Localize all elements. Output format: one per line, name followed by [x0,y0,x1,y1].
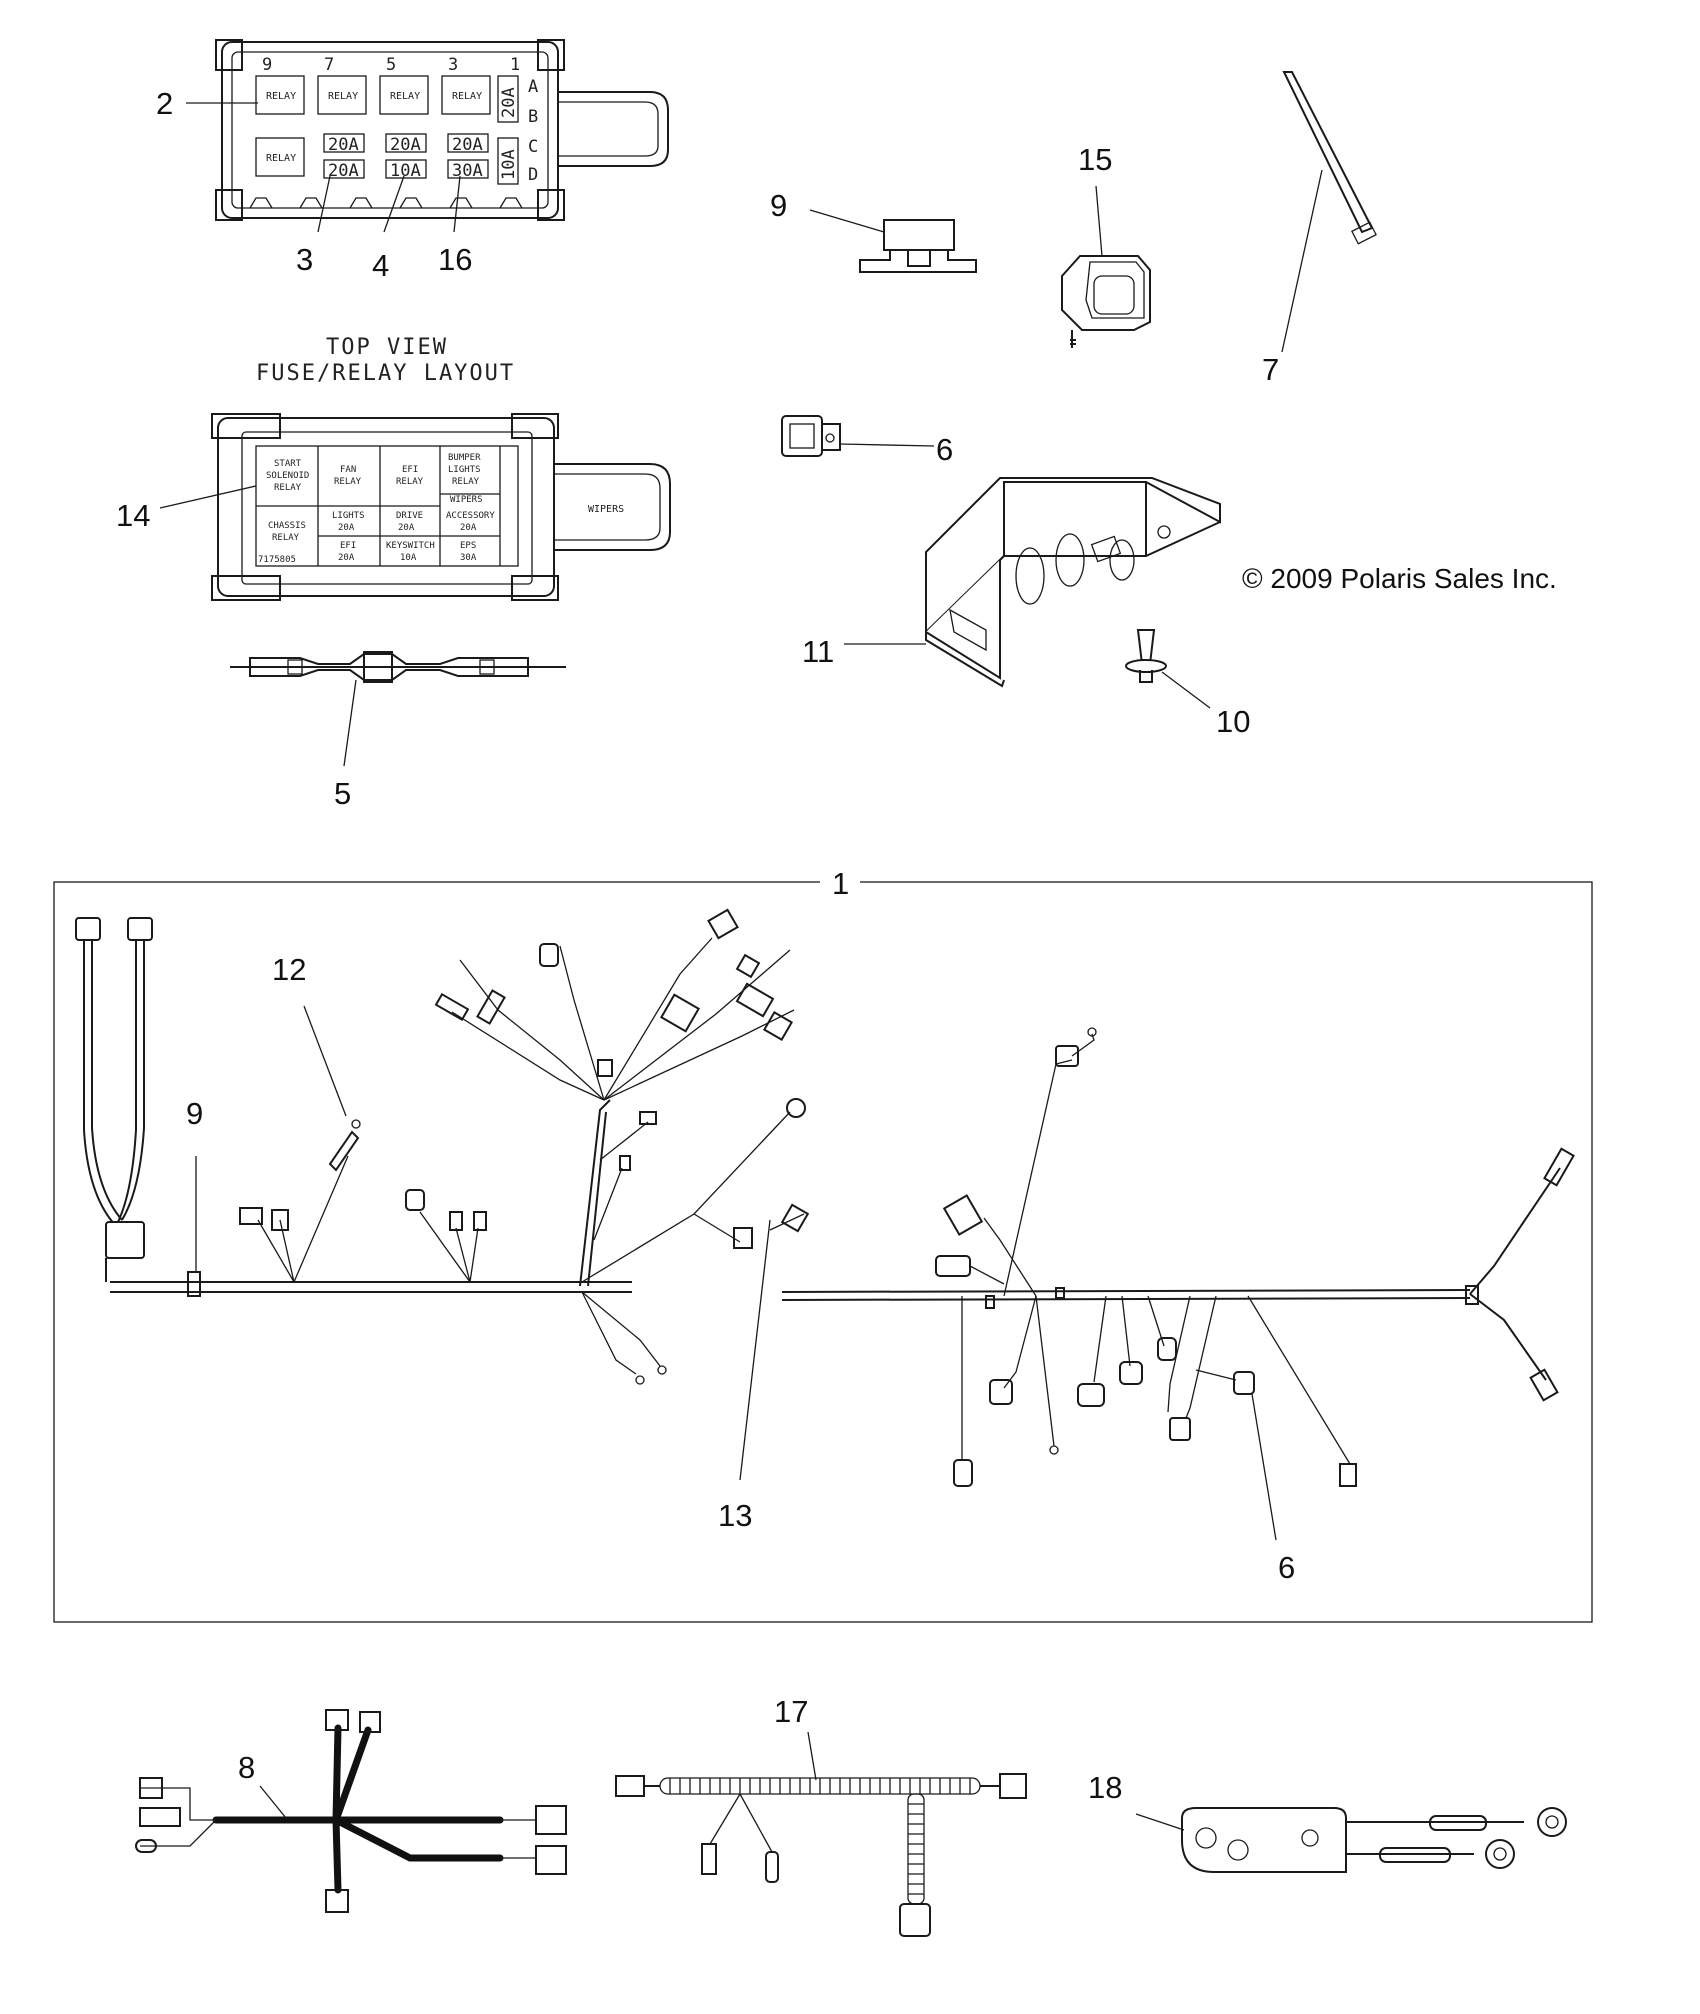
callout-5: 5 [334,776,351,811]
callout-6-top: 6 [936,432,953,467]
fuse-value: 30A [452,161,483,181]
callout-11: 11 [802,634,834,669]
cover-cell-text: RELAY [274,483,302,493]
callout-9-top: 9 [770,188,787,223]
pigtail-harness [615,1773,1027,1937]
cover-part-number: 7175805 [258,555,296,565]
relay-label: RELAY [266,153,296,164]
cover-cell-text: WIPERS [450,495,483,505]
sensor-connector [1061,255,1151,348]
callout-16: 16 [438,242,472,277]
relay-label: RELAY [452,91,482,102]
cover-cell-text: 20A [460,523,477,533]
fuse-value: 20A [390,135,421,155]
main-harness-frame [53,881,1593,1623]
connector-clip [859,219,977,273]
callout-7: 7 [1262,352,1279,387]
main-wire-harness [75,908,1575,1487]
cover-cell-text: EFI [402,465,418,475]
relay-label: RELAY [266,91,296,102]
side-fuse-value: 10A [499,149,519,180]
callout-18: 18 [1088,1770,1122,1805]
sub-harness [135,1709,567,1913]
cover-cell-text: SOLENOID [266,471,309,481]
cover-cell-text: 30A [460,553,477,563]
row-letter: A [528,77,538,97]
small-connector [781,415,841,457]
callout-15: 15 [1078,142,1112,177]
fuse-box-cover: WIPERS START SOLENOID RELAY FAN RELAY EF… [211,413,671,601]
cover-cell-text: 20A [398,523,415,533]
row-letter: B [528,107,538,127]
cover-cell-text: RELAY [334,477,362,487]
mounting-bracket [925,477,1221,688]
callout-1: 1 [832,866,849,901]
callout-17: 17 [774,1694,808,1729]
cover-cell-text: 20A [338,523,355,533]
push-rivet [1125,629,1167,683]
inline-fuse-holder [230,651,566,683]
position-9: 9 [262,55,272,75]
row-letter: D [528,165,538,185]
position-1: 1 [510,55,520,75]
cover-cell-text: 20A [338,553,355,563]
callout-2: 2 [156,86,173,121]
cover-cell-text: ACCESSORY [446,511,495,521]
caption-line-1: TOP VIEW [326,335,448,360]
position-5: 5 [386,55,396,75]
cover-cell-text: 10A [400,553,417,563]
cover-cell-text: FAN [340,465,356,475]
callout-3: 3 [296,242,313,277]
callout-14: 14 [116,498,150,533]
fuse-box-top-view: 9 7 5 3 1 RELAY RELAY RELAY RELAY RELAY … [215,39,669,221]
cable-tie [1282,71,1377,245]
callout-10: 10 [1216,704,1250,739]
cover-cell-text: EFI [340,541,356,551]
cover-cell-text: RELAY [396,477,424,487]
cover-cell-text: RELAY [452,477,480,487]
callout-8: 8 [238,1750,255,1785]
relay-label: RELAY [328,91,358,102]
ground-strap [1181,1807,1567,1873]
cover-cell-text: CHASSIS [268,521,306,531]
cover-cell-text: BUMPER [448,453,481,463]
cover-cell-text: START [274,459,302,469]
cover-cell-text: EPS [460,541,476,551]
cover-cell-text: DRIVE [396,511,423,521]
cover-tab-label: WIPERS [588,504,624,515]
cover-cell-text: LIGHTS [332,511,365,521]
position-7: 7 [324,55,334,75]
cover-cell-text: LIGHTS [448,465,481,475]
callout-12: 12 [272,952,306,987]
side-fuse-value: 20A [499,87,519,118]
cover-cell-text: RELAY [272,533,300,543]
position-3: 3 [448,55,458,75]
fuse-value: 20A [328,135,359,155]
fuse-value: 20A [328,161,359,181]
callout-4: 4 [372,248,389,283]
fuse-value: 10A [390,161,421,181]
relay-label: RELAY [390,91,420,102]
cover-cell-text: KEYSWITCH [386,541,435,551]
callout-9-harness: 9 [186,1096,203,1131]
row-letter: C [528,137,538,157]
copyright-notice: © 2009 Polaris Sales Inc. [1242,563,1557,594]
callout-6-harness: 6 [1278,1550,1295,1585]
fuse-value: 20A [452,135,483,155]
caption-line-2: FUSE/RELAY LAYOUT [256,361,515,386]
callout-13: 13 [718,1498,752,1533]
